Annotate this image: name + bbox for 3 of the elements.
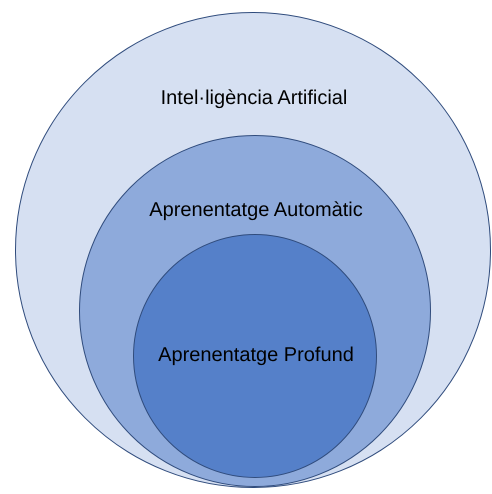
circle-label: Aprenentatge Profund — [158, 345, 354, 365]
circle-label: Aprenentatge Automàtic — [149, 200, 363, 220]
circle-label: Intel·ligència Artificial — [160, 88, 348, 108]
